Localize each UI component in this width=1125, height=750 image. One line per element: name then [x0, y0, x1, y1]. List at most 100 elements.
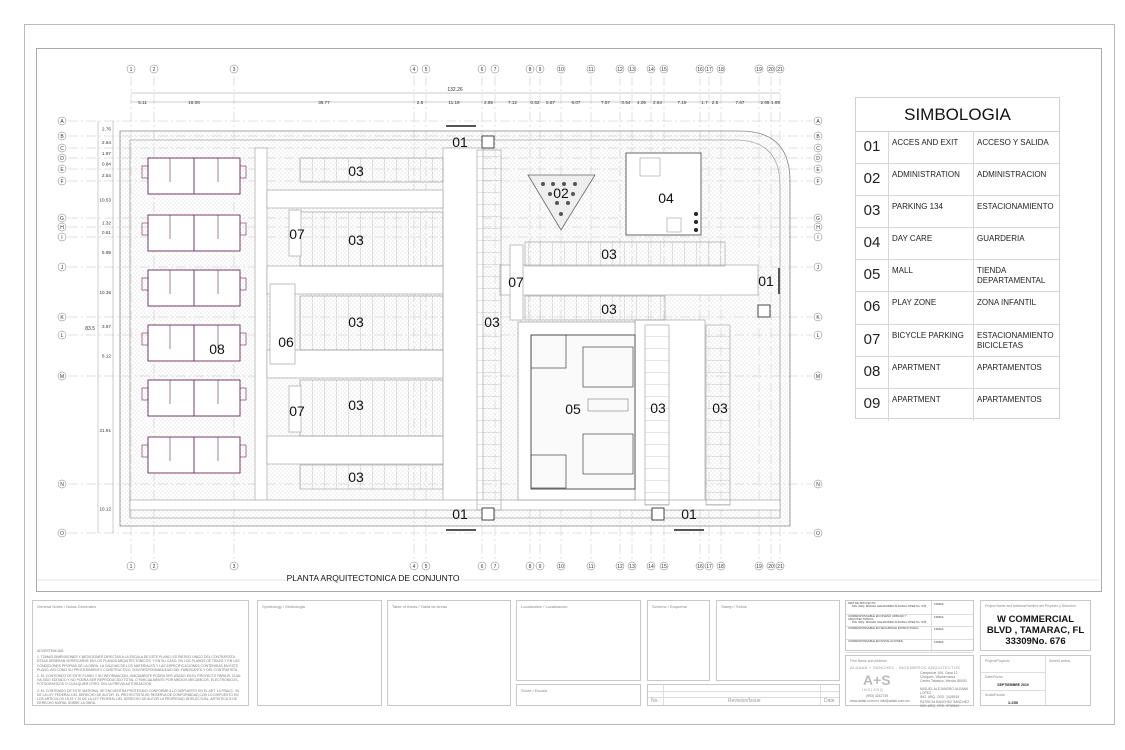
symbology-caption: Symbology / Simbologia: [262, 604, 305, 609]
grid-column-label: 14: [648, 67, 654, 73]
area-label-access-east: 01: [758, 273, 774, 289]
project-info-box: Project/Proyecto Sheet/Lamina Date/Fecha…: [980, 655, 1091, 706]
grid-column-bubble: [659, 64, 669, 74]
legend-title: SIMBOLOGIA: [856, 98, 1059, 132]
grid-row-bubble: [813, 213, 823, 223]
area-label-parking: 03: [712, 400, 728, 416]
left-dimension: 2.54: [102, 173, 111, 178]
grid-row-bubble: [813, 116, 823, 126]
top-dimension: 2.65: [761, 100, 770, 105]
area-label-access-south-east: 01: [681, 506, 697, 522]
legend-number: 09: [856, 388, 889, 421]
left-dimension: 10.12: [100, 507, 112, 512]
legend-number: 05: [856, 260, 889, 292]
grid-column-bubble: [704, 64, 714, 74]
grid-row-label: F: [60, 179, 63, 185]
legend-english: PLAY ZONE: [889, 292, 974, 324]
signature-row: DRO DE PROYECTO:ING. ARQ. MIGUEL ALEJAND…: [846, 601, 973, 615]
grid-column-label: 5: [425, 564, 428, 570]
top-dimension: 1.89: [771, 100, 780, 105]
grid-row-label: H: [816, 225, 820, 231]
left-dimension: 2.64: [102, 140, 111, 145]
area-label-parking: 03: [601, 301, 617, 317]
legend-english: MALL: [889, 260, 974, 292]
grid-column-bubble: [490, 561, 500, 571]
legend-number: 08: [856, 356, 889, 388]
left-dimension: 1.32: [102, 221, 111, 226]
legend-english: APARTMENT: [889, 388, 974, 421]
grid-row-label: B: [60, 134, 64, 140]
grid-column-label: 17: [706, 564, 712, 570]
sheet-outer-border: [24, 24, 1115, 725]
responsible-signatures-box: DRO DE PROYECTO:ING. ARQ. MIGUEL ALEJAND…: [845, 600, 974, 653]
grid-row-bubble: [57, 213, 67, 223]
signature-name: ING. ARQ. MIGUEL ALEJANDRO ALDANA LOPEZ …: [851, 604, 927, 609]
grid-column-bubble: [615, 64, 625, 74]
grid-row-label: O: [816, 531, 820, 537]
grid-column-bubble: [556, 64, 566, 74]
top-dimension: 2.64: [653, 100, 662, 105]
grid-column-bubble: [775, 64, 785, 74]
legend-spanish: ESTACIONAMIENTO: [977, 202, 1054, 212]
grid-column-label: 4: [413, 564, 416, 570]
grid-column-label: 17: [706, 67, 712, 73]
signature-field-label: FIRMA:: [934, 602, 945, 606]
grid-column-label: 3: [233, 67, 236, 73]
firm-box: Firm Name and Address ALDANA + SANCHEZ -…: [845, 655, 974, 708]
stamp-caption: Stamp / Sellos: [721, 604, 747, 609]
table-of-areas-box: Table of Areas / Tabla de Areas: [387, 600, 511, 706]
legend-spanish: GUARDERIA: [977, 234, 1025, 244]
top-dimension: 2.65: [484, 100, 493, 105]
grid-column-bubble: [477, 561, 487, 571]
scheme-caption: Scheme / Esquema: [652, 604, 687, 609]
area-label-bicycle-parking: 07: [508, 274, 524, 290]
top-dimension: 2.5: [712, 100, 719, 105]
grid-column-label: 19: [756, 67, 762, 73]
legend-english: APARTMENT: [889, 356, 974, 388]
grid-column-label: 2: [153, 67, 156, 73]
grid-column-bubble: [766, 561, 776, 571]
scale-label: Scale/Escala: [985, 693, 1005, 697]
signature-role: CORRESPONSABLE EN DISEÑO URBANO Y ARQUIT…: [848, 613, 907, 621]
grid-column-label: 11: [588, 67, 593, 73]
grid-column-bubble: [615, 561, 625, 571]
area-label-parking: 03: [348, 397, 364, 413]
signature-name: ING. ARQ. MIGUEL ALEJANDRO ALDANA LOPEZ …: [851, 620, 927, 625]
grid-column-bubble: [586, 561, 596, 571]
grid-column-bubble: [421, 561, 431, 571]
top-dimension: 7.19: [678, 100, 687, 105]
grid-column-label: 6: [481, 564, 484, 570]
symbology-box: Symbology / Simbologia: [257, 600, 382, 706]
grid-row-bubble: [813, 131, 823, 141]
grid-row-label: N: [816, 482, 820, 488]
area-label-parking: 03: [601, 246, 617, 262]
roads: [129, 147, 781, 511]
area-label-access-south-west: 01: [452, 506, 468, 522]
grid-row-label: I: [817, 235, 818, 241]
grid-row-bubble: [813, 164, 823, 174]
grid-row-label: M: [60, 374, 64, 380]
area-label-mall: 05: [565, 401, 581, 417]
top-dimension: 16.08: [188, 100, 200, 105]
project-name-box: Project Name and Address/Nombre del Proy…: [980, 600, 1091, 651]
grid-column-bubble: [535, 64, 545, 74]
legend-english: PARKING 134: [889, 196, 974, 228]
grid-column-label: 19: [756, 564, 762, 570]
grid-row-bubble: [813, 232, 823, 242]
top-dimension: 11.19: [448, 100, 460, 105]
project-name-caption: Project Name and Address/Nombre del Proy…: [985, 604, 1076, 608]
grid-row-label: B: [816, 134, 820, 140]
legend-spanish: APARTAMENTOS: [977, 394, 1042, 404]
legend-spanish: ZONA INFANTIL: [977, 298, 1037, 308]
grid-column-label: 13: [629, 67, 635, 73]
grid-row-bubble: [57, 330, 67, 340]
grid-column-label: 3: [233, 564, 236, 570]
grid-column-label: 7: [494, 67, 497, 73]
grid-column-bubble: [754, 64, 764, 74]
